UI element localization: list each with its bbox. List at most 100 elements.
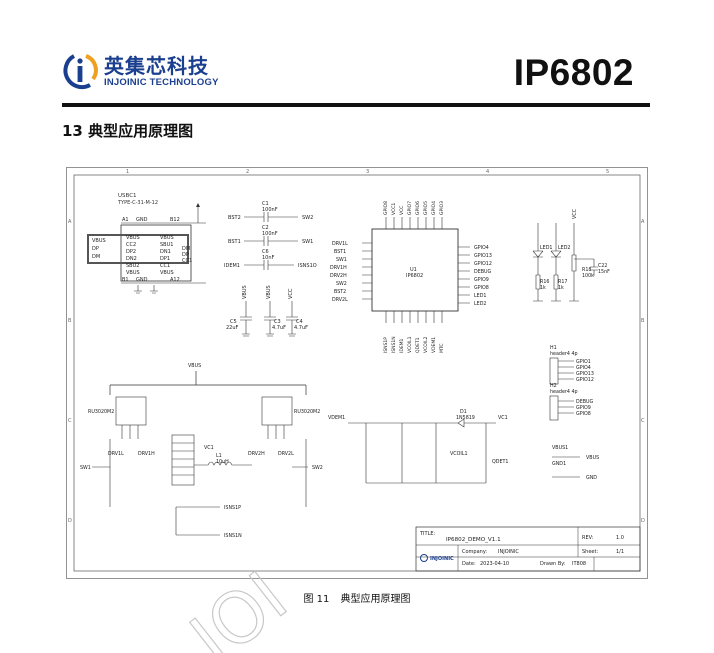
svg-text:R16: R16 [540, 279, 549, 285]
svg-text:D: D [68, 518, 72, 524]
header-rule [62, 103, 650, 107]
svg-text:GPIO1: GPIO1 [576, 359, 591, 365]
svg-text:ISNS1N: ISNS1N [224, 533, 242, 539]
svg-text:DEBUG: DEBUG [474, 269, 492, 275]
svg-text:VCOIL1: VCOIL1 [450, 451, 468, 457]
svg-text:B: B [68, 318, 72, 324]
svg-text:GND1: GND1 [552, 461, 566, 467]
model-number: IP6802 [513, 52, 634, 93]
svg-text:5: 5 [606, 169, 609, 175]
usb-pin-num: A12 [170, 277, 180, 283]
svg-text:DRV2L: DRV2L [332, 297, 348, 303]
svg-text:DRV1H: DRV1H [138, 451, 155, 457]
svg-text:C5: C5 [230, 319, 237, 325]
svg-text:RU3020M2: RU3020M2 [88, 409, 114, 415]
svg-text:GPIO12: GPIO12 [474, 261, 492, 267]
svg-text:DRV2H: DRV2H [248, 451, 265, 457]
svg-text:1k: 1k [558, 285, 564, 291]
usb-ref: USBC1 [118, 193, 137, 199]
usb-net-right: DM [182, 246, 190, 252]
usb-pin-right: SBU1 [160, 242, 173, 248]
svg-text:VBUS: VBUS [266, 285, 272, 299]
svg-text:VCOIL2: VCOIL2 [423, 336, 429, 353]
test-points: VBUS1 VBUS GND1 GND [552, 445, 599, 481]
svg-text:GPIO9: GPIO9 [474, 277, 489, 283]
brand-name-cn: 英集芯科技 [104, 53, 209, 78]
svg-text:H2: H2 [550, 383, 557, 389]
led-2: LED2 R17 1k [550, 223, 570, 302]
svg-text:BST2: BST2 [334, 289, 346, 295]
figure-number: 图 11 [303, 594, 330, 605]
supply-caps: VBUS C5 22uF VBUS C3 4.7uF VCC C4 4.7uF [226, 285, 308, 337]
svg-text:3: 3 [366, 169, 369, 175]
mosfet-left: RU3020M2 [88, 396, 147, 439]
section-title: 13 典型应用原理图 [62, 120, 193, 141]
usb-connector: USBC1 TYPE-C-31-M-12 VBUS CC2 DP2 DN2 SB… [87, 193, 206, 294]
svg-text:C4: C4 [296, 319, 303, 325]
ntc-filter: VCC R18 100k C22 15nF [569, 208, 610, 302]
svg-text:BST2: BST2 [228, 215, 241, 221]
svg-text:GPIO8: GPIO8 [576, 411, 591, 417]
svg-text:Company:: Company: [462, 549, 487, 555]
svg-text:VCC: VCC [288, 288, 294, 299]
svg-text:SW2: SW2 [336, 281, 347, 287]
usb-type: TYPE-C-31-M-12 [117, 200, 158, 206]
usb-pin-right: CC1 [160, 263, 170, 269]
ic-u1: U1 IP6802 DRV1L BST1 SW1 DRV1H DRV2H SW2… [330, 201, 492, 353]
usb-pin-left: VBUS [126, 270, 140, 276]
figure-title: 典型应用原理图 [340, 594, 411, 605]
svg-text:R17: R17 [558, 279, 567, 285]
svg-text:IDEM1: IDEM1 [399, 338, 405, 353]
ic-ref: U1 [410, 267, 417, 273]
usb-pin-right: VBUS [160, 270, 174, 276]
usb-pin-right: DP1 [160, 256, 170, 262]
svg-text:GPIO5: GPIO5 [423, 201, 429, 215]
cap-c3: VBUS C3 4.7uF [264, 285, 286, 337]
svg-text:Sheet:: Sheet: [582, 549, 598, 555]
svg-text:GPIO6: GPIO6 [415, 201, 421, 215]
led-1: LED1 R16 1k [532, 223, 552, 302]
svg-text:VBUS: VBUS [242, 285, 248, 299]
svg-text:C22: C22 [598, 263, 607, 269]
cap-c6: IDEM1 C6 10nF ISNS1O [224, 249, 317, 270]
svg-text:4.7uF: 4.7uF [272, 325, 286, 331]
svg-text:A: A [68, 219, 72, 225]
usb-pin-num: B1 [122, 277, 129, 283]
svg-text:DRV1L: DRV1L [108, 451, 124, 457]
svg-text:DRV2H: DRV2H [330, 273, 347, 279]
svg-text:GPIO4: GPIO4 [431, 201, 437, 215]
cap-c1: BST2 C1 100nF SW2 [228, 201, 313, 222]
svg-text:1: 1 [126, 169, 129, 175]
svg-text:VBUS1: VBUS1 [552, 445, 568, 451]
svg-text:100nF: 100nF [262, 207, 278, 213]
svg-text:1.0: 1.0 [616, 535, 624, 541]
svg-text:100k: 100k [582, 273, 594, 279]
svg-text:4: 4 [486, 169, 489, 175]
sw1-net: SW1 [80, 465, 91, 471]
svg-text:Date:: Date: [462, 561, 476, 567]
svg-text:100nF: 100nF [262, 231, 278, 237]
svg-text:BST1: BST1 [228, 239, 241, 245]
svg-text:IT808: IT808 [572, 561, 586, 567]
svg-text:VDEM1: VDEM1 [431, 337, 437, 353]
svg-text:C2: C2 [262, 225, 269, 231]
svg-text:DEBUG: DEBUG [576, 399, 594, 405]
svg-text:GPIO3: GPIO3 [439, 201, 445, 215]
brand-name-en: INJOINIC TECHNOLOGY [104, 76, 219, 88]
svg-text:H1: H1 [550, 345, 557, 351]
svg-text:A: A [641, 219, 645, 225]
svg-text:B: B [641, 318, 645, 324]
section-number: 13 [62, 122, 83, 140]
page-header: 英集芯科技 INJOINIC TECHNOLOGY IP6802 [0, 0, 714, 110]
svg-text:10nF: 10nF [262, 255, 275, 261]
svg-text:D: D [641, 518, 645, 524]
svg-text:VCC: VCC [399, 206, 405, 215]
svg-text:C3: C3 [274, 319, 281, 325]
svg-text:SW1: SW1 [302, 239, 313, 245]
usb-pin-left: SBU2 [126, 263, 139, 269]
svg-text:RU3020M2: RU3020M2 [294, 409, 320, 415]
company-logo: 英集芯科技 INJOINIC TECHNOLOGY [62, 52, 219, 90]
vbus-net-label: VBUS [188, 363, 201, 369]
